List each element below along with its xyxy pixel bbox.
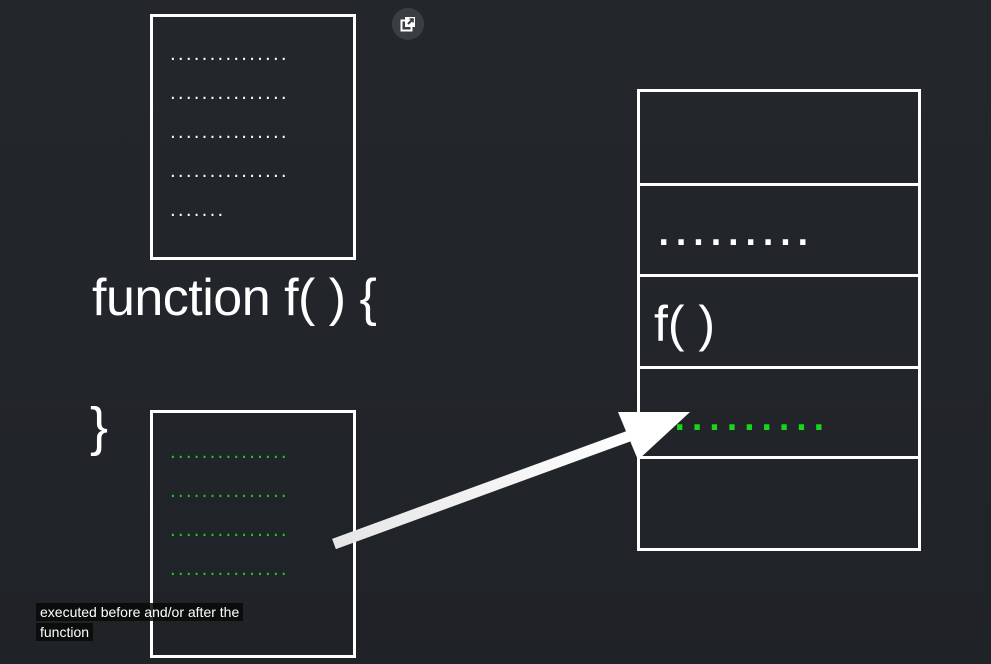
stack-cell-empty xyxy=(640,92,918,186)
code-line: ............... xyxy=(170,442,289,463)
caption-text: executed before and/or after the functio… xyxy=(36,603,244,641)
stack-call-label: f( ) xyxy=(654,296,716,352)
code-line: ............... xyxy=(170,83,289,104)
popout-icon[interactable] xyxy=(392,8,424,40)
top-code-box: ............... ............... ........… xyxy=(150,14,356,260)
code-line: ............... xyxy=(170,481,289,502)
stack-dots: ......... xyxy=(658,218,815,253)
call-stack: ......... f( ) ......... xyxy=(637,89,921,551)
code-line: ............... xyxy=(170,161,289,182)
arrow-head xyxy=(618,412,690,460)
code-line: ....... xyxy=(170,200,226,221)
caption: executed before and/or after the functio… xyxy=(36,602,276,642)
stack-cell-highlight: ......... xyxy=(640,369,918,459)
function-close-brace: } xyxy=(90,397,109,457)
code-line: ............... xyxy=(170,559,289,580)
stack-cell-call: f( ) xyxy=(640,277,918,369)
function-header: function f( ) { xyxy=(92,269,377,327)
arrow-shaft xyxy=(332,426,642,550)
code-line: ............... xyxy=(170,44,289,65)
code-line: ............... xyxy=(170,122,289,143)
stack-cell-dots: ......... xyxy=(640,186,918,277)
stack-dots-highlight: ......... xyxy=(674,403,831,438)
code-line: ............... xyxy=(170,520,289,541)
